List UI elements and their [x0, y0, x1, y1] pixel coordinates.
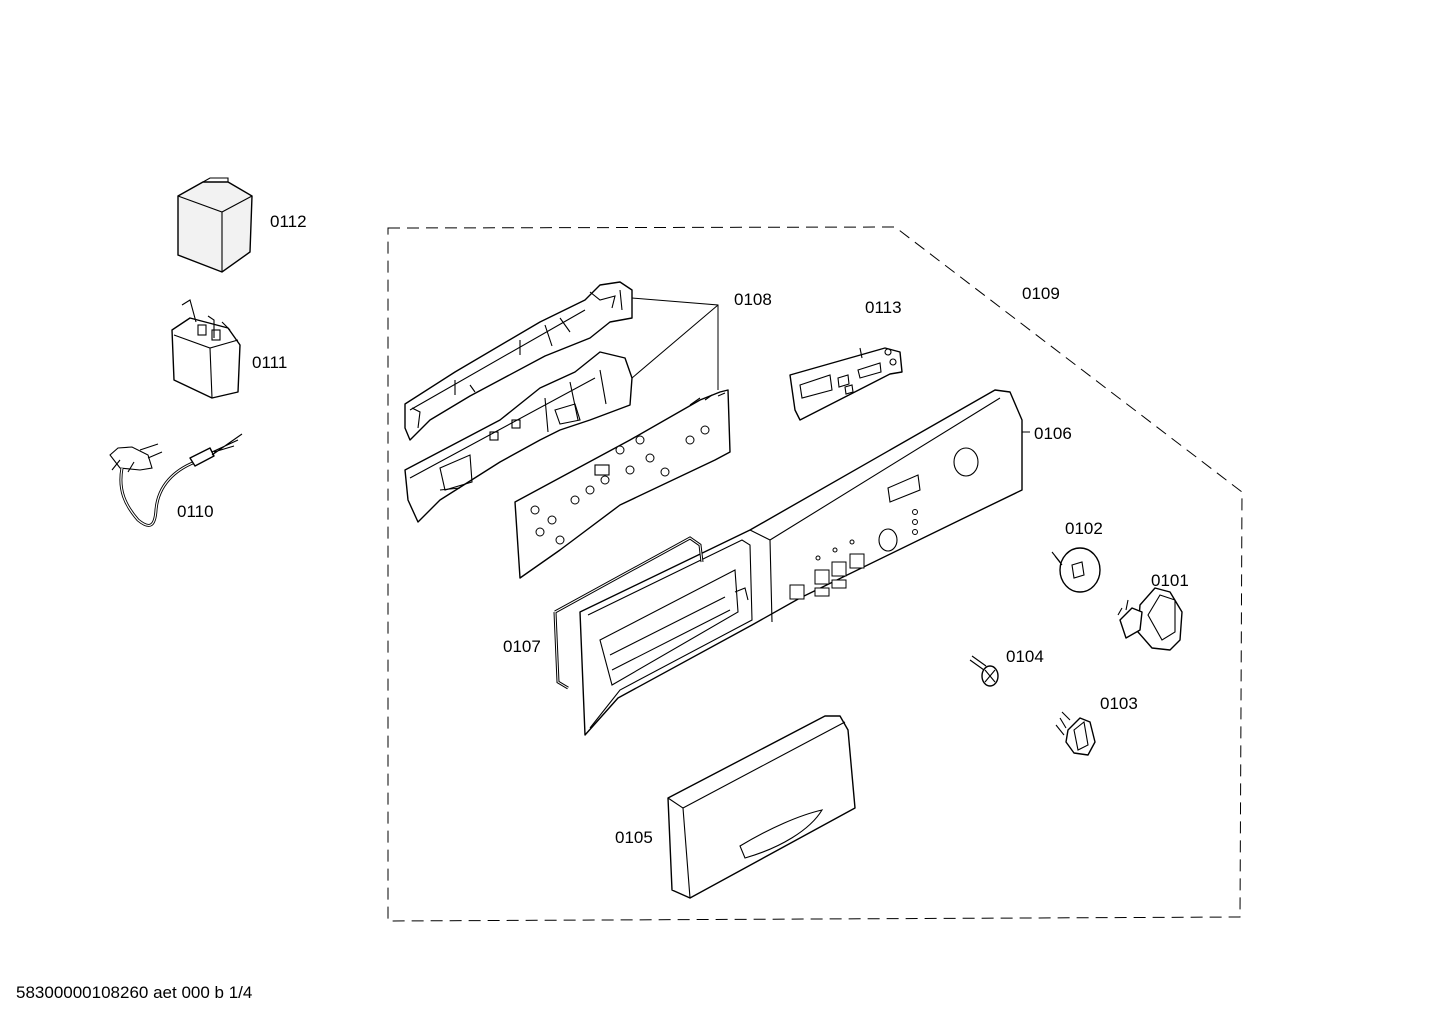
label-0110: 0110 — [177, 502, 214, 521]
part-0105-drawer-handle — [667, 715, 856, 899]
part-0111-filter — [171, 299, 241, 399]
part-0108-circuit-board — [514, 389, 731, 579]
part-0102-knob-insert — [1051, 547, 1101, 593]
leader-0108 — [631, 297, 719, 390]
part-0108-middle-holder — [404, 351, 633, 523]
label-0109: 0109 — [1022, 284, 1060, 303]
label-0107: 0107 — [503, 637, 541, 656]
part-0108-upper-frame — [404, 281, 633, 441]
part-0104-screw — [969, 655, 999, 687]
assembly-boundary-0109 — [387, 226, 1243, 922]
part-0106-control-panel — [579, 389, 1023, 736]
part-0112-cover — [177, 177, 253, 273]
label-0113: 0113 — [865, 298, 902, 317]
drawing-reference: 58300000108260 aet 000 b 1/4 — [16, 983, 253, 1002]
part-0103-small-knob — [1055, 711, 1096, 756]
part-0107-seal — [553, 536, 704, 690]
part-0110-power-cord — [109, 433, 243, 527]
label-0105: 0105 — [615, 828, 653, 847]
label-0108: 0108 — [734, 290, 772, 309]
label-0111: 0111 — [252, 353, 288, 372]
label-0104: 0104 — [1006, 647, 1044, 666]
label-0106: 0106 — [1034, 424, 1072, 443]
label-0103: 0103 — [1100, 694, 1138, 713]
label-0101: 0101 — [1151, 571, 1189, 590]
part-0101-knob — [1117, 587, 1183, 651]
part-0113-display-board — [789, 347, 903, 421]
label-0102: 0102 — [1065, 519, 1103, 538]
label-0112: 0112 — [270, 212, 307, 231]
